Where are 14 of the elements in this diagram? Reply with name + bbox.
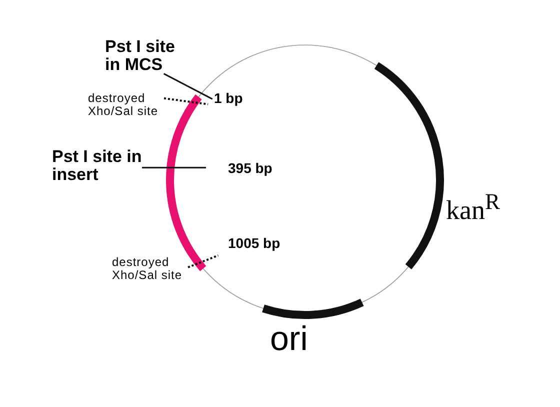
position-label: 1005 bp: [228, 236, 280, 251]
site-label: Pst I site in insert: [52, 148, 142, 184]
position-label: 395 bp: [228, 161, 272, 176]
leader-line: [164, 97, 208, 106]
gene-label: ori: [270, 322, 308, 358]
leader-line: [142, 166, 206, 168]
insert-arc: [166, 94, 206, 271]
site-note: destroyed Xho/Sal site: [112, 256, 188, 282]
site-note: destroyed Xho/Sal site: [88, 92, 164, 118]
leader-line: [188, 254, 219, 268]
site-label: Pst I site in MCS: [105, 38, 189, 74]
position-label: 1 bp: [214, 91, 243, 106]
gene-label: kan$^{R}$: [446, 190, 500, 224]
leader-line: [163, 73, 213, 100]
